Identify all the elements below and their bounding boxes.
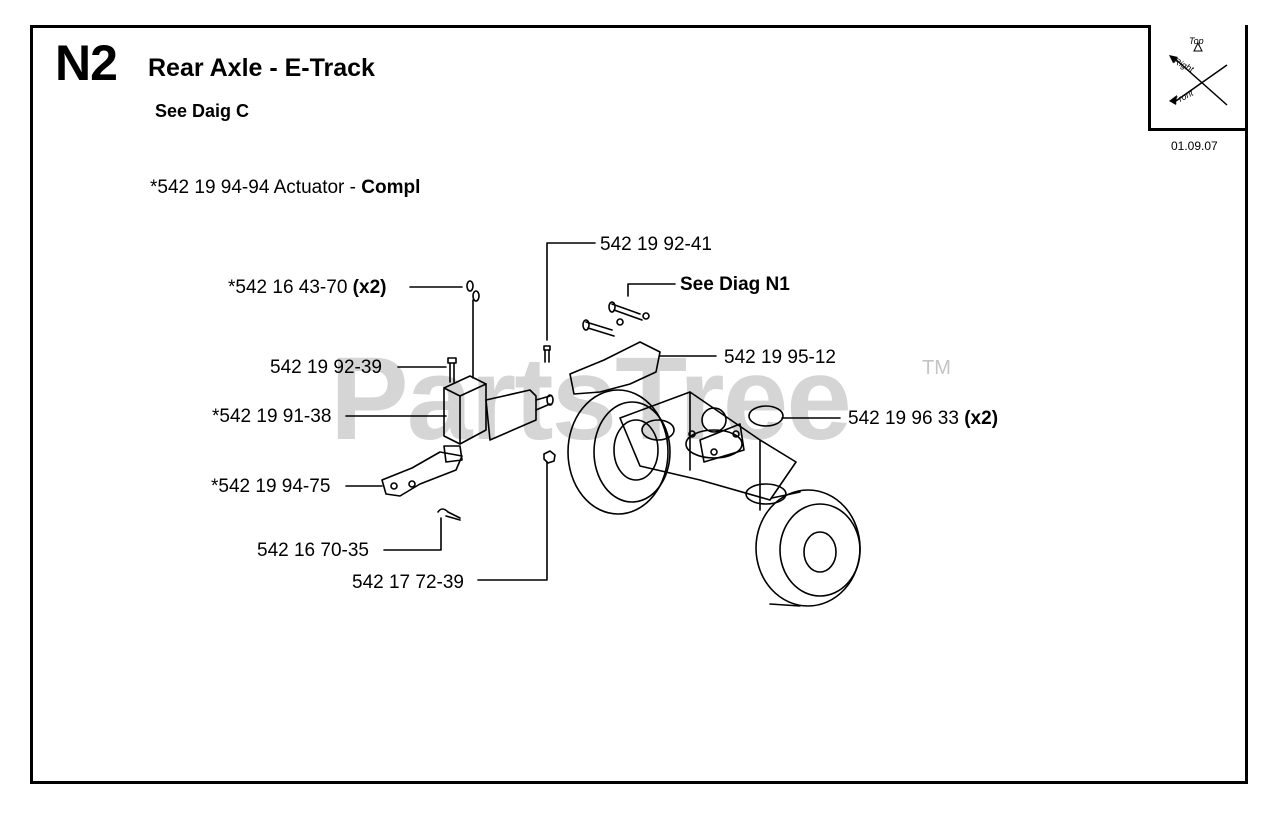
cap-icon-lower [745,483,787,505]
kit-compl: Compl [361,177,421,198]
part-number: 542 19 92-39 [270,357,382,378]
part-label-542-17-72-39: 542 17 72-39 [352,573,464,592]
mount-plate-icon [569,341,661,395]
part-number: 542 17 72-39 [352,572,464,593]
clevis-pin-icon [466,280,480,379]
cap-icon [748,405,784,427]
leader-line [383,517,442,551]
actuator-icon [443,375,554,445]
nut-icon [543,450,556,464]
cotter-pin-icon [437,508,461,521]
kit-label: *542 19 94-94 Actuator - Compl [150,178,420,197]
bolt-icon [447,357,457,383]
watermark-tm: TM [922,357,951,379]
part-qty: (x2) [352,277,387,298]
part-number: *542 19 94-75 [211,476,331,497]
part-label-542-16-43-70: *542 16 43-70 (x2) [228,278,386,297]
part-label-542-19-94-75: *542 19 94-75 [211,477,330,496]
small-bolt-icon [543,345,551,363]
see-diagram-note: See Daig C [155,101,250,121]
orientation-box: Top Right Front [1148,25,1245,131]
leader-line [627,283,676,297]
kit-number: *542 19 94-94 Actuator - [150,177,362,198]
part-label-542-19-92-39: 542 19 92-39 [270,358,382,377]
axle-housing-icon [619,391,797,511]
part-label-542-19-91-38: *542 19 91-38 [212,407,331,426]
part-number: 542 16 70-35 [257,540,369,561]
orientation-top-label: Top [1189,36,1204,46]
leader-line [546,242,596,341]
part-number: 542 19 95-12 [724,347,836,368]
diagram-frame [30,25,1248,784]
part-label-542-16-70-35: 542 16 70-35 [257,541,369,560]
revision-date: 01.09.07 [1171,139,1218,153]
leader-line [477,461,548,581]
mount-bolts-icon [582,301,650,337]
see-diag-n1-label: See Diag N1 [680,275,790,294]
page-title: Rear Axle - E-Track [148,54,375,82]
part-label-542-19-96-33: 542 19 96 33 (x2) [848,409,998,428]
part-label-542-19-92-41: 542 19 92-41 [600,235,712,254]
part-number: *542 19 91-38 [212,406,332,427]
part-number: 542 19 92-41 [600,234,712,255]
right-wheel-icon [755,489,861,607]
diagram-code: N2 [55,35,118,91]
left-wheel-icon [567,389,675,515]
part-number: See Diag N1 [680,274,790,295]
bracket-icon [381,445,463,497]
orientation-icon [1169,41,1228,106]
part-number: 542 19 96 33 [848,408,959,429]
part-qty: (x2) [964,408,999,429]
part-label-542-19-95-12: 542 19 95-12 [724,348,836,367]
part-number: *542 16 43-70 [228,277,348,298]
